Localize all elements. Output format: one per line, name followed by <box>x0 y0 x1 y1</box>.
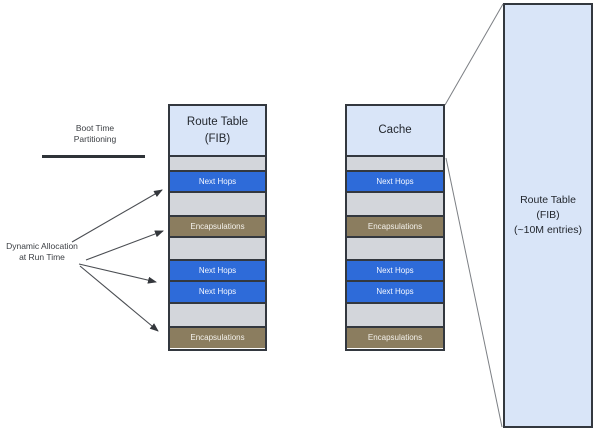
segment-encapsulations: Encapsulations <box>347 215 443 236</box>
segment-encapsulations: Encapsulations <box>347 326 443 348</box>
segment-next-hops: Next Hops <box>347 280 443 302</box>
segment-next-hops: Next Hops <box>347 259 443 280</box>
segment-next-hops: Next Hops <box>170 170 265 191</box>
segment-encapsulations: Encapsulations <box>170 326 265 348</box>
dynamic-allocation-label: Dynamic Allocation at Run Time <box>6 241 78 263</box>
arrow-to-encapsulations-1 <box>85 230 164 261</box>
segment-free <box>347 191 443 215</box>
cache-expansion-lines <box>444 3 504 428</box>
arrow-to-next-hops-2 <box>78 263 157 284</box>
cache-header: Cache <box>347 106 443 155</box>
arrow-to-encapsulations-2 <box>79 265 159 332</box>
segment-free <box>170 302 265 326</box>
cache-column: Cache Next Hops Encapsulations Next Hops… <box>345 104 445 351</box>
expansion-line-top <box>444 3 504 106</box>
expansion-line-bottom <box>445 157 503 428</box>
segment-free <box>170 191 265 215</box>
segment-encapsulations: Encapsulations <box>170 215 265 236</box>
segment-next-hops: Next Hops <box>347 170 443 191</box>
boot-time-partitioning-label: Boot Time Partitioning <box>73 123 117 145</box>
segment-free <box>347 236 443 259</box>
fib-table-header: Route Table (FIB) <box>170 106 265 155</box>
fib-table-column: Route Table (FIB) Next Hops Encapsulatio… <box>168 104 267 351</box>
expanded-route-table-box: Route Table (FIB) (~10M entries) <box>503 3 593 428</box>
segment-next-hops: Next Hops <box>170 259 265 280</box>
segment-free <box>170 155 265 170</box>
segment-free <box>347 155 443 170</box>
dynamic-allocation-arrows <box>71 189 164 332</box>
partition-divider-line <box>42 155 145 158</box>
segment-next-hops: Next Hops <box>170 280 265 302</box>
segment-free <box>347 302 443 326</box>
segment-free <box>170 236 265 259</box>
arrow-to-next-hops-1 <box>71 189 163 243</box>
